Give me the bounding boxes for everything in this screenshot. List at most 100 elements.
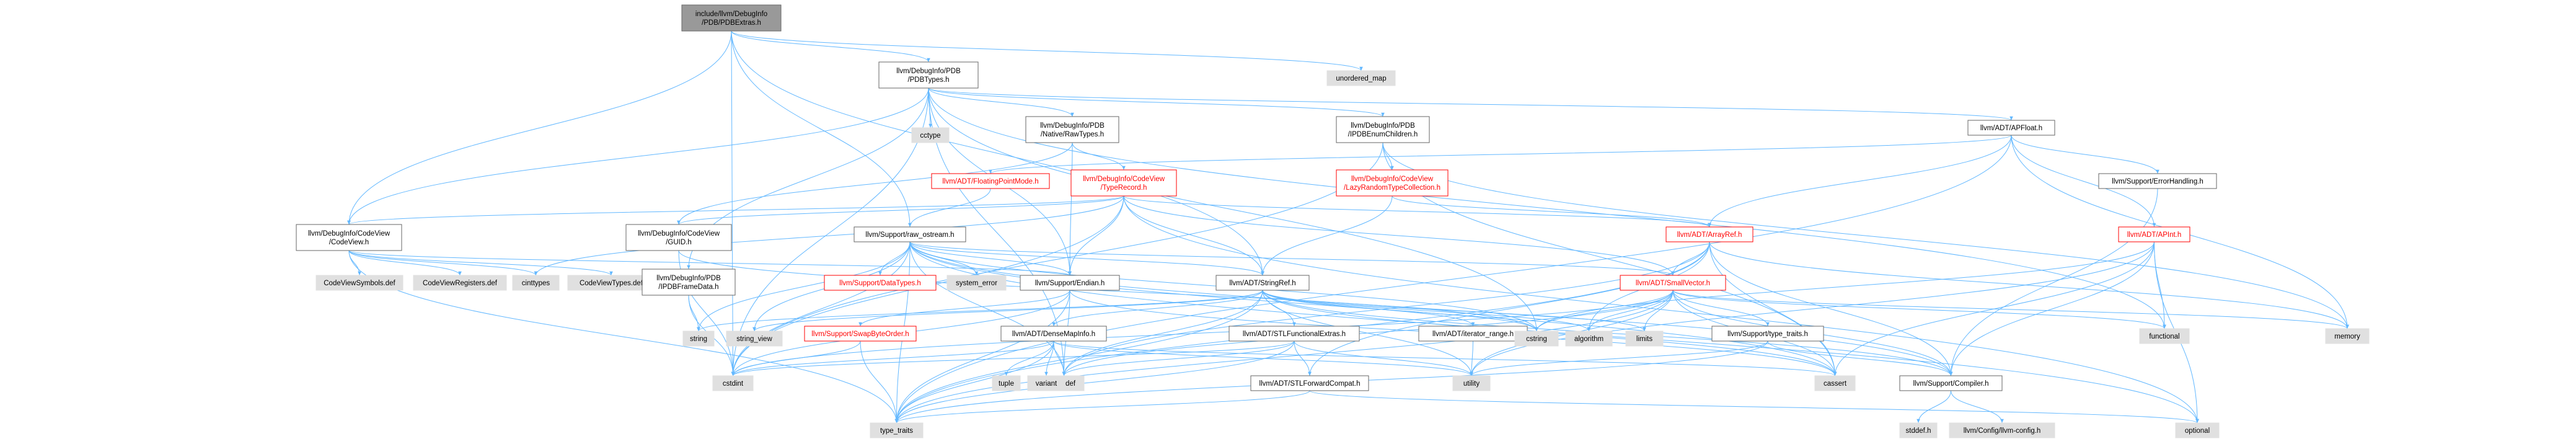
node-apint[interactable]: llvm/ADT/APInt.h <box>2118 226 2190 242</box>
node-label-apint: llvm/ADT/APInt.h <box>2127 231 2182 239</box>
node-label-endian: llvm/Support/Endian.h <box>1035 280 1105 287</box>
node-box-ipdbenum <box>1336 116 1430 143</box>
node-box-ipdbframe <box>642 269 736 296</box>
node-label-algorithm: algorithm <box>1574 335 1603 343</box>
node-label-datatypes: llvm/Support/DataTypes.h <box>839 280 921 287</box>
edge-stlforward-to-optional <box>1309 390 2199 424</box>
node-endian[interactable]: llvm/Support/Endian.h <box>1020 275 1120 291</box>
edge-apfloat-to-arrayref <box>1708 135 2012 228</box>
node-root[interactable]: include/llvm/DebugInfo/PDB/PDBExtras.h <box>681 4 782 32</box>
edge-pdbtypes-to-codeview <box>347 87 929 225</box>
node-box-endian <box>1020 275 1120 291</box>
node-stringref[interactable]: llvm/ADT/StringRef.h <box>1215 275 1310 291</box>
node-utility: utility <box>1452 375 1491 391</box>
node-datatypes[interactable]: llvm/Support/DataTypes.h <box>824 275 937 291</box>
node-rawostream[interactable]: llvm/Support/raw_ostream.h <box>854 226 966 242</box>
edge-root-to-stringref <box>731 30 1264 276</box>
edge-swapbyteorder-to-cstdint <box>731 340 861 376</box>
node-ipdbframe[interactable]: llvm/DebugInfo/PDB/IPDBFrameData.h <box>642 269 736 296</box>
node-typetraits_llvm[interactable]: llvm/Support/type_traits.h <box>1711 326 1824 342</box>
node-system_error: system_error <box>946 275 1007 291</box>
edge-compiler-to-llvmconfig <box>1951 390 2004 424</box>
edge-typetraits_llvm-to-utility <box>1470 340 1768 376</box>
edge-stringref-to-stlfunctional <box>1262 290 1296 327</box>
edge-codeview-to-cvtypes <box>348 250 613 276</box>
node-codeview[interactable]: llvm/DebugInfo/CodeView/CodeView.h <box>296 224 402 251</box>
edge-stringref-to-algorithm <box>1262 290 1591 332</box>
edge-rawostream-to-stringref <box>909 241 1264 276</box>
node-pdbtypes[interactable]: llvm/DebugInfo/PDB/PDBTypes.h <box>878 61 979 89</box>
node-label-ipdbframe: /IPDBFrameData.h <box>658 283 718 291</box>
node-box-iteratorrange <box>1418 326 1528 342</box>
node-label-cvtypes: CodeViewTypes.def <box>580 280 643 287</box>
node-label-pdbtypes: llvm/DebugInfo/PDB <box>896 68 961 75</box>
node-box-limits <box>1625 331 1664 347</box>
node-box-rawtypes <box>1025 116 1119 143</box>
node-box-arrayref <box>1665 226 1753 242</box>
edge-swapbyteorder-to-type_traits <box>860 340 899 424</box>
edge-rawostream-to-compiler <box>909 241 1953 376</box>
node-arrayref[interactable]: llvm/ADT/ArrayRef.h <box>1665 226 1753 242</box>
edge-typerecord-to-endian <box>1068 195 1124 276</box>
node-box-cvsymbols <box>315 275 404 291</box>
edge-pdbtypes-to-apfloat <box>928 87 2013 121</box>
node-box-system_error <box>946 275 1007 291</box>
node-string: string <box>682 331 715 347</box>
node-box-fpmode <box>931 173 1050 189</box>
edge-stlfunctional-to-cstddef <box>1062 340 1295 376</box>
node-label-swapbyteorder: llvm/Support/SwapByteOrder.h <box>811 331 909 338</box>
node-densemapinfo[interactable]: llvm/ADT/DenseMapInfo.h <box>1000 326 1107 342</box>
node-stlforward[interactable]: llvm/ADT/STLForwardCompat.h <box>1250 375 1369 391</box>
node-optional: optional <box>2175 422 2220 438</box>
node-box-cctype <box>911 127 950 143</box>
node-unordered_map: unordered_map <box>1326 70 1396 86</box>
node-typerecord[interactable]: llvm/DebugInfo/CodeView/TypeRecord.h <box>1070 169 1177 197</box>
node-box-cinttypes <box>512 275 560 291</box>
node-label-cstdint: cstdint <box>723 380 744 388</box>
node-apfloat[interactable]: llvm/ADT/APFloat.h <box>1967 120 2055 136</box>
node-rawtypes[interactable]: llvm/DebugInfo/PDB/Native/RawTypes.h <box>1025 116 1119 143</box>
node-stlfunctional[interactable]: llvm/ADT/STLFunctionalExtras.h <box>1228 326 1360 342</box>
node-box-cassert <box>1814 375 1856 391</box>
node-lazyrandom[interactable]: llvm/DebugInfo/CodeView/LazyRandomTypeCo… <box>1336 169 1449 197</box>
edge-stringref-to-cstddef <box>1062 290 1263 376</box>
node-type_traits: type_traits <box>870 422 924 438</box>
node-label-stlforward: llvm/ADT/STLForwardCompat.h <box>1259 380 1361 388</box>
edge-densemapinfo-to-variant <box>1044 340 1054 376</box>
edge-arrayref-to-memory <box>1709 241 2349 329</box>
node-memory: memory <box>2325 328 2370 344</box>
edge-codeview-to-cvregisters <box>348 250 462 276</box>
node-label-limits: limits <box>1636 335 1652 343</box>
edge-lazyrandom-to-arrayref <box>1392 195 1711 228</box>
node-label-string: string <box>690 335 707 343</box>
node-ipdbenum[interactable]: llvm/DebugInfo/PDB/IPDBEnumChildren.h <box>1336 116 1430 143</box>
node-box-string <box>682 331 715 347</box>
node-label-guid: llvm/DebugInfo/CodeView <box>638 230 720 238</box>
node-label-rawostream: llvm/Support/raw_ostream.h <box>865 231 954 239</box>
edge-smallvector-to-functional <box>1672 290 2166 329</box>
node-guid[interactable]: llvm/DebugInfo/CodeView/GUID.h <box>625 224 732 251</box>
edge-densemapinfo-to-cstddef <box>1053 340 1066 376</box>
node-compiler[interactable]: llvm/Support/Compiler.h <box>1899 375 2003 391</box>
node-label-pdbtypes: /PDBTypes.h <box>907 76 949 84</box>
node-label-root: /PDB/PDBExtras.h <box>702 19 761 27</box>
node-label-functional: functional <box>2149 333 2179 340</box>
node-cstring: cstring <box>1514 331 1559 347</box>
node-smallvector[interactable]: llvm/ADT/SmallVector.h <box>1620 275 1726 291</box>
edge-rawtypes-to-typerecord <box>1072 142 1126 171</box>
node-label-ipdbenum: /IPDBEnumChildren.h <box>1348 131 1418 138</box>
node-label-typerecord: /TypeRecord.h <box>1101 184 1147 192</box>
node-iteratorrange[interactable]: llvm/ADT/iterator_range.h <box>1418 326 1528 342</box>
node-box-cstdint <box>712 375 754 391</box>
node-fpmode[interactable]: llvm/ADT/FloatingPointMode.h <box>931 173 1050 189</box>
node-label-densemapinfo: llvm/ADT/DenseMapInfo.h <box>1012 331 1095 338</box>
node-errorhandling[interactable]: llvm/Support/ErrorHandling.h <box>2098 173 2217 189</box>
node-label-lazyrandom: /LazyRandomTypeCollection.h <box>1344 184 1440 192</box>
node-swapbyteorder[interactable]: llvm/Support/SwapByteOrder.h <box>804 326 917 342</box>
edge-arrayref-to-compiler <box>1709 241 1953 376</box>
node-label-codeview: /CodeView.h <box>329 239 369 246</box>
edge-stringref-to-densemapinfo <box>1052 290 1263 327</box>
node-label-fpmode: llvm/ADT/FloatingPointMode.h <box>942 178 1038 185</box>
edge-root-to-cstdint <box>731 30 735 376</box>
edge-smallvector-to-type_traits <box>894 290 1674 424</box>
